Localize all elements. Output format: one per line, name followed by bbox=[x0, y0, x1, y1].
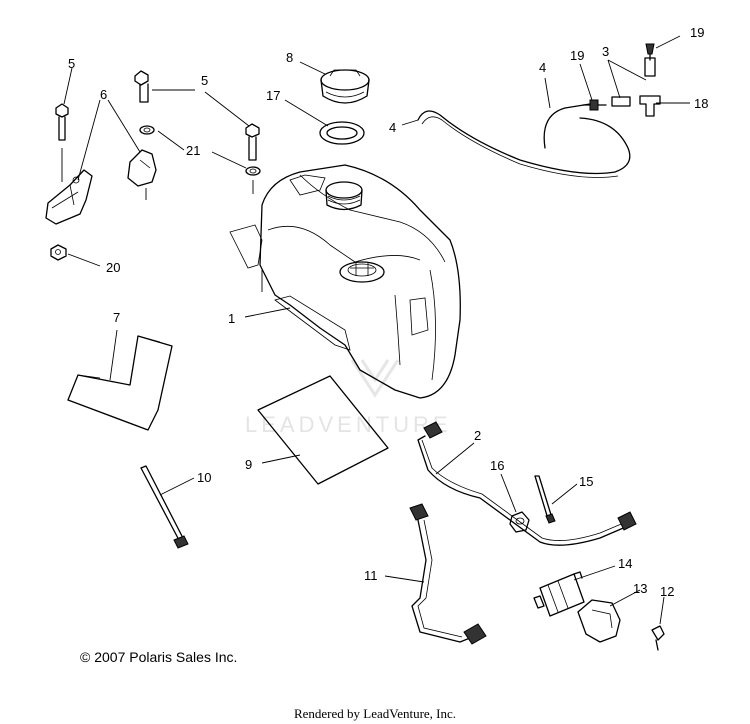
callout-20: 20 bbox=[106, 260, 120, 275]
callout-16: 16 bbox=[490, 458, 504, 473]
tee-fitting[interactable] bbox=[639, 95, 661, 117]
callout-10: 10 bbox=[197, 470, 211, 485]
callout-15: 15 bbox=[579, 474, 593, 489]
bolt-left[interactable] bbox=[55, 103, 69, 182]
callout-18: 18 bbox=[694, 96, 708, 111]
callout-21: 21 bbox=[186, 143, 200, 158]
callout-1: 1 bbox=[228, 311, 235, 326]
callout-11: 11 bbox=[364, 568, 378, 583]
callout-19-right: 19 bbox=[690, 25, 704, 40]
callout-19-left: 19 bbox=[570, 48, 584, 63]
tank-pad-flat[interactable] bbox=[257, 375, 389, 485]
watermark: LEADVENTURE bbox=[245, 359, 452, 437]
tank-pad-l[interactable] bbox=[67, 335, 173, 431]
vent-hose-short[interactable] bbox=[611, 57, 656, 107]
grommet[interactable] bbox=[509, 511, 530, 533]
washer-right[interactable] bbox=[245, 166, 261, 194]
callout-9: 9 bbox=[245, 457, 252, 472]
leader-lines bbox=[63, 35, 690, 625]
check-valve-left[interactable] bbox=[582, 99, 607, 111]
callout-5-right: 5 bbox=[201, 73, 208, 88]
callout-2: 2 bbox=[474, 428, 481, 443]
bracket-right[interactable] bbox=[127, 149, 157, 200]
watermark-text: LEADVENTURE bbox=[245, 412, 452, 437]
callout-5-left: 5 bbox=[68, 56, 75, 71]
callout-14: 14 bbox=[618, 556, 632, 571]
tie-strap[interactable] bbox=[140, 465, 189, 549]
fuel-line-lower[interactable] bbox=[409, 503, 487, 645]
bolt-center[interactable] bbox=[245, 123, 260, 161]
rendered-by-footer: Rendered by LeadVenture, Inc. bbox=[293, 706, 457, 721]
washer-left[interactable] bbox=[139, 125, 155, 135]
small-strap[interactable] bbox=[534, 475, 556, 524]
fuel-tank[interactable] bbox=[229, 164, 461, 399]
bracket-left[interactable] bbox=[45, 169, 93, 225]
callout-13: 13 bbox=[633, 581, 647, 596]
callout-4-upper: 4 bbox=[539, 60, 546, 75]
callout-4-lower: 4 bbox=[389, 120, 396, 135]
fuel-filter[interactable] bbox=[533, 571, 585, 617]
nut[interactable] bbox=[50, 244, 67, 261]
copyright-notice: © 2007 Polaris Sales Inc. bbox=[80, 649, 238, 665]
bolt-top[interactable] bbox=[134, 70, 149, 103]
cap-gasket[interactable] bbox=[319, 121, 365, 145]
fuel-cap[interactable] bbox=[320, 69, 370, 104]
callouts: 5 6 5 21 20 8 17 1 7 9 10 4 4 19 3 19 18… bbox=[68, 25, 708, 599]
screw[interactable] bbox=[651, 625, 665, 651]
callout-12: 12 bbox=[660, 584, 674, 599]
vent-hose[interactable] bbox=[417, 103, 631, 178]
check-valve-top[interactable] bbox=[645, 43, 655, 61]
filter-bracket[interactable] bbox=[577, 599, 621, 643]
callout-6: 6 bbox=[100, 87, 107, 102]
callout-17: 17 bbox=[266, 88, 280, 103]
callout-8: 8 bbox=[286, 50, 293, 65]
callout-7: 7 bbox=[113, 310, 120, 325]
callout-3: 3 bbox=[602, 44, 609, 59]
